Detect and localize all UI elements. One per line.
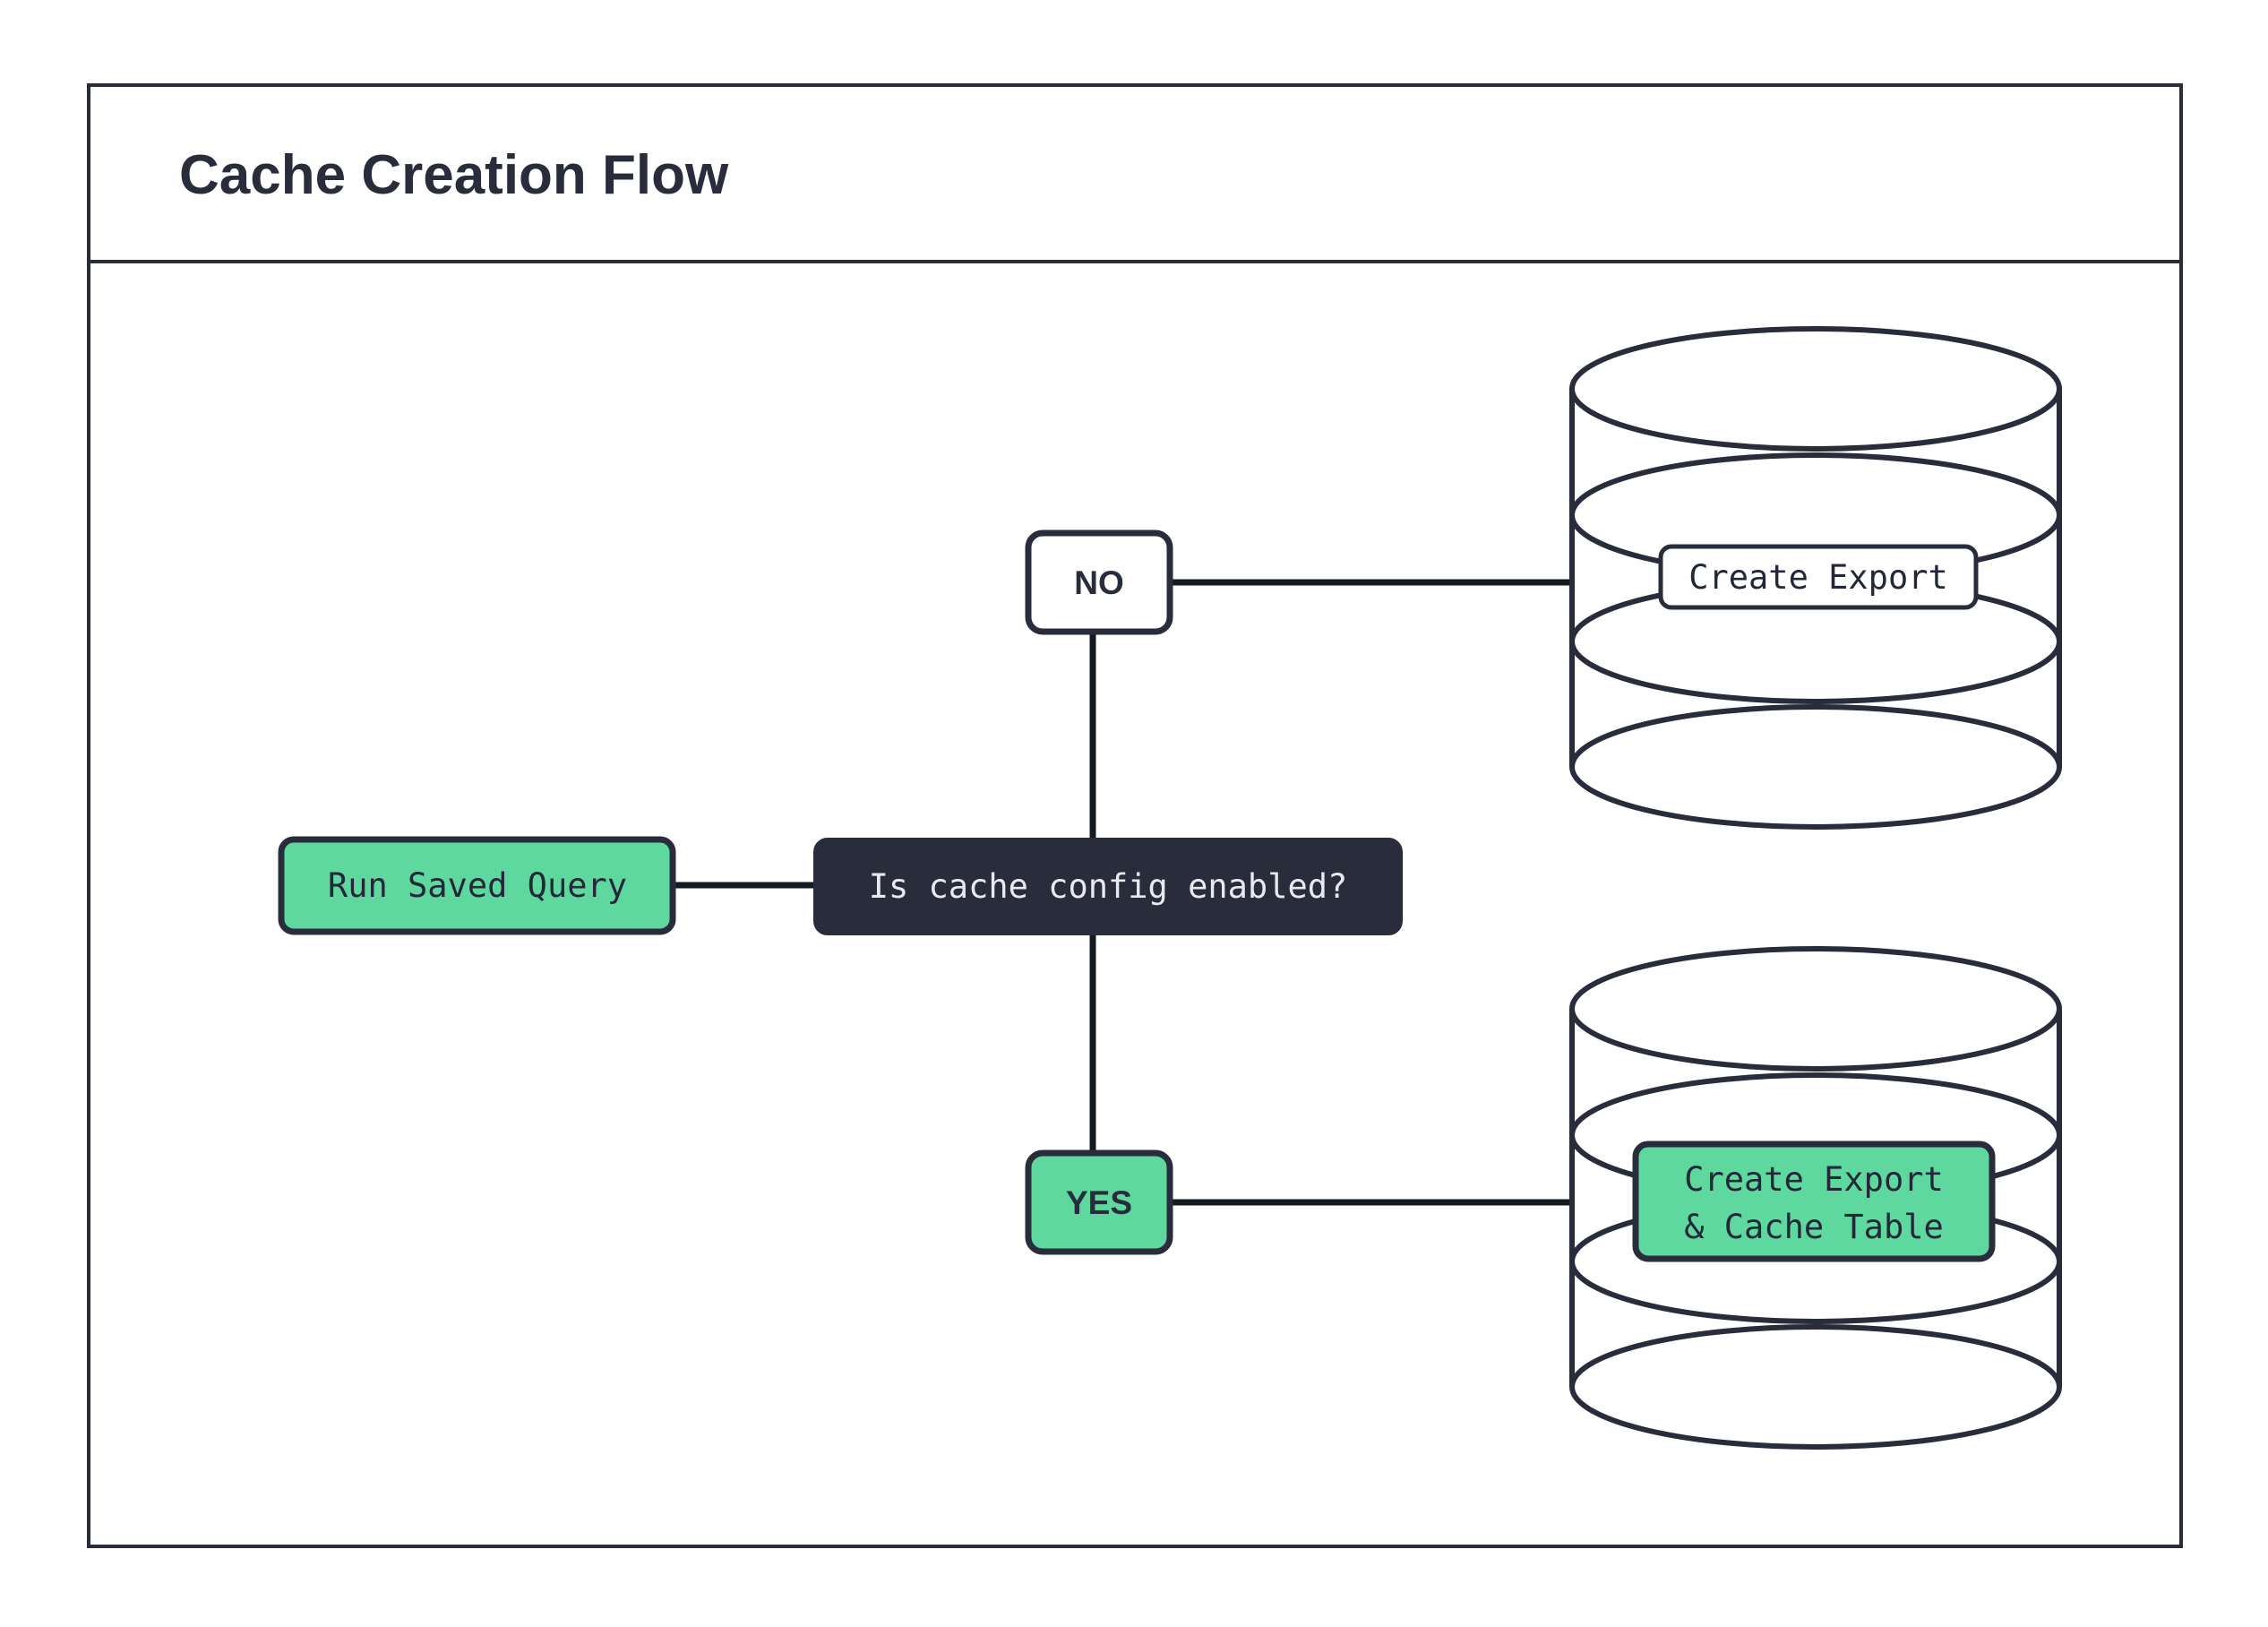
decision-label: Is cache config enabled? <box>869 867 1348 906</box>
db-cache-layer-4 <box>1569 1324 2062 1450</box>
db-cache-label-line1: Create Export <box>1684 1160 1944 1199</box>
db-export-layer-1 <box>1569 326 2062 452</box>
run-saved-query[interactable]: Run Saved Query <box>278 836 676 935</box>
branch-no-label: NO <box>1074 564 1124 601</box>
db-create-export[interactable]: Create Export <box>1569 326 2062 830</box>
decision-node[interactable]: Is cache config enabled? <box>813 838 1403 935</box>
db-export-layer-4 <box>1569 704 2062 830</box>
db-cache-layer-1 <box>1569 946 2062 1072</box>
branch-yes-box <box>1025 1149 1173 1255</box>
branch-no-box <box>1025 529 1173 635</box>
db-cache-label-line2: & Cache Table <box>1684 1208 1944 1246</box>
edge-group <box>674 579 1573 1206</box>
run-saved-query-label: Run Saved Query <box>328 866 627 905</box>
decision-box <box>813 838 1403 935</box>
run-saved-query-box <box>278 836 676 935</box>
branch-no[interactable]: NO <box>1025 529 1173 635</box>
page-title: Cache Creation Flow <box>179 144 729 206</box>
db-cache-label-box <box>1632 1141 1996 1262</box>
db-export-label-box <box>1658 544 1979 610</box>
db-export-label: Create Export <box>1688 558 1948 597</box>
db-create-cache[interactable]: Create Export & Cache Table <box>1569 946 2062 1450</box>
branch-yes[interactable]: YES <box>1025 1149 1173 1255</box>
branch-yes-label: YES <box>1066 1184 1132 1221</box>
